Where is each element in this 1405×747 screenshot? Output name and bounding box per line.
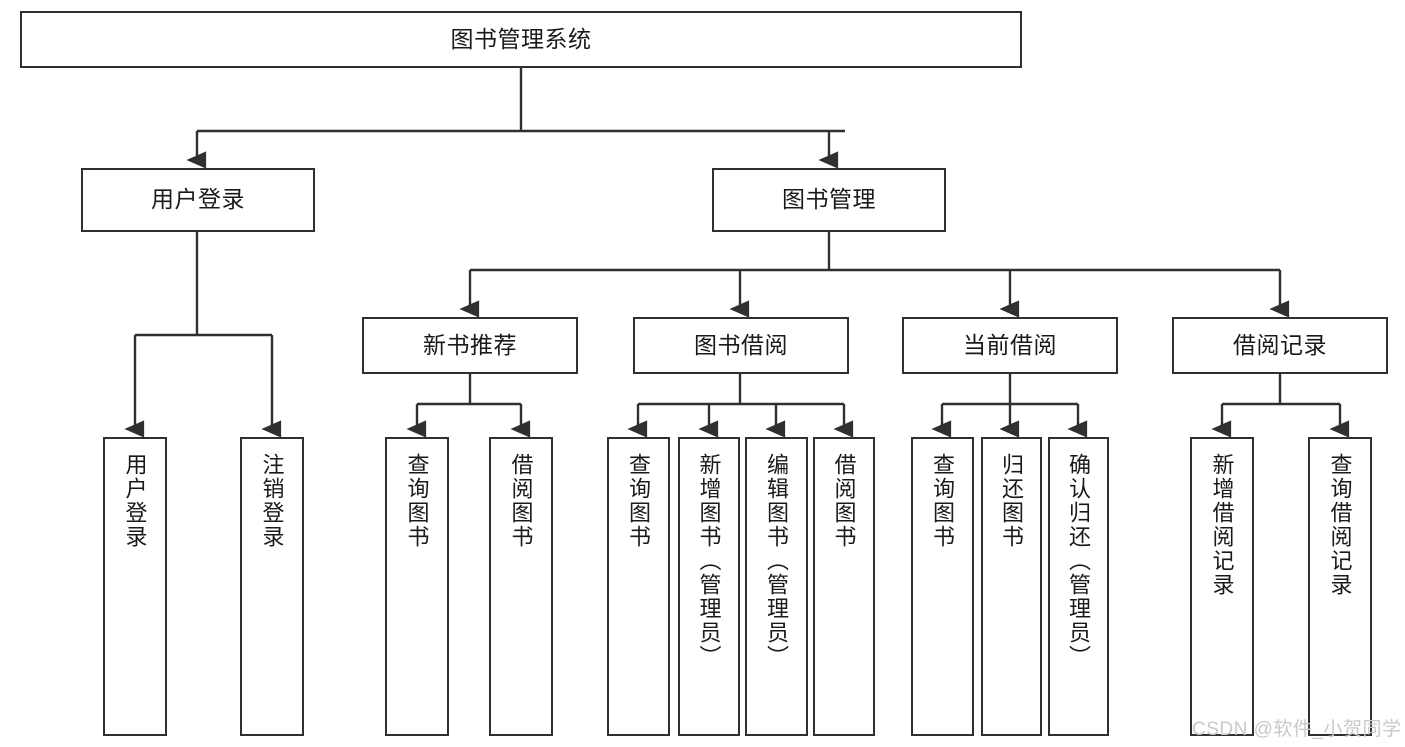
node-book-management[interactable]: 图书管理 [712,168,946,232]
node-label: 编辑图书（管理员） [764,453,790,669]
leaf-logout[interactable]: 注销登录 [240,437,304,736]
node-label: 借阅图书 [508,453,534,549]
leaf-record-add-record[interactable]: 新增借阅记录 [1190,437,1254,736]
node-label: 用户登录 [151,186,245,213]
leaf-borrow-add-book-admin[interactable]: 新增图书（管理员） [678,437,740,736]
leaf-newbook-query-book[interactable]: 查询图书 [385,437,449,736]
node-book-borrow[interactable]: 图书借阅 [633,317,849,374]
leaf-current-query-book[interactable]: 查询图书 [911,437,974,736]
node-label: 图书管理 [782,186,876,213]
leaf-borrow-edit-book-admin[interactable]: 编辑图书（管理员） [745,437,808,736]
node-label: 查询借阅记录 [1327,453,1353,597]
node-label: 查询图书 [626,453,652,549]
node-label: 新增借阅记录 [1209,453,1235,597]
node-label: 图书借阅 [694,331,788,358]
node-label: 借阅图书 [831,453,857,549]
leaf-user-login[interactable]: 用户登录 [103,437,167,736]
node-new-book-recommend[interactable]: 新书推荐 [362,317,578,374]
node-label: 图书管理系统 [450,25,592,52]
node-label: 注销登录 [259,453,285,549]
node-root-system[interactable]: 图书管理系统 [20,11,1022,68]
node-label: 查询图书 [404,453,430,549]
leaf-current-confirm-return-admin[interactable]: 确认归还（管理员） [1048,437,1109,736]
node-label: 确认归还（管理员） [1066,453,1092,669]
node-label: 新增图书（管理员） [696,453,722,669]
leaf-borrow-query-book[interactable]: 查询图书 [607,437,670,736]
leaf-current-return-book[interactable]: 归还图书 [981,437,1042,736]
node-borrow-record[interactable]: 借阅记录 [1172,317,1388,374]
node-label: 新书推荐 [423,331,517,358]
leaf-newbook-borrow-book[interactable]: 借阅图书 [489,437,553,736]
node-user-login[interactable]: 用户登录 [81,168,315,232]
node-label: 用户登录 [122,453,148,549]
node-current-borrow[interactable]: 当前借阅 [902,317,1118,374]
node-label: 借阅记录 [1233,331,1327,358]
node-label: 查询图书 [930,453,956,549]
node-label: 当前借阅 [963,331,1057,358]
node-label: 归还图书 [999,453,1025,549]
leaf-borrow-borrow-book[interactable]: 借阅图书 [813,437,875,736]
leaf-record-query-record[interactable]: 查询借阅记录 [1308,437,1372,736]
